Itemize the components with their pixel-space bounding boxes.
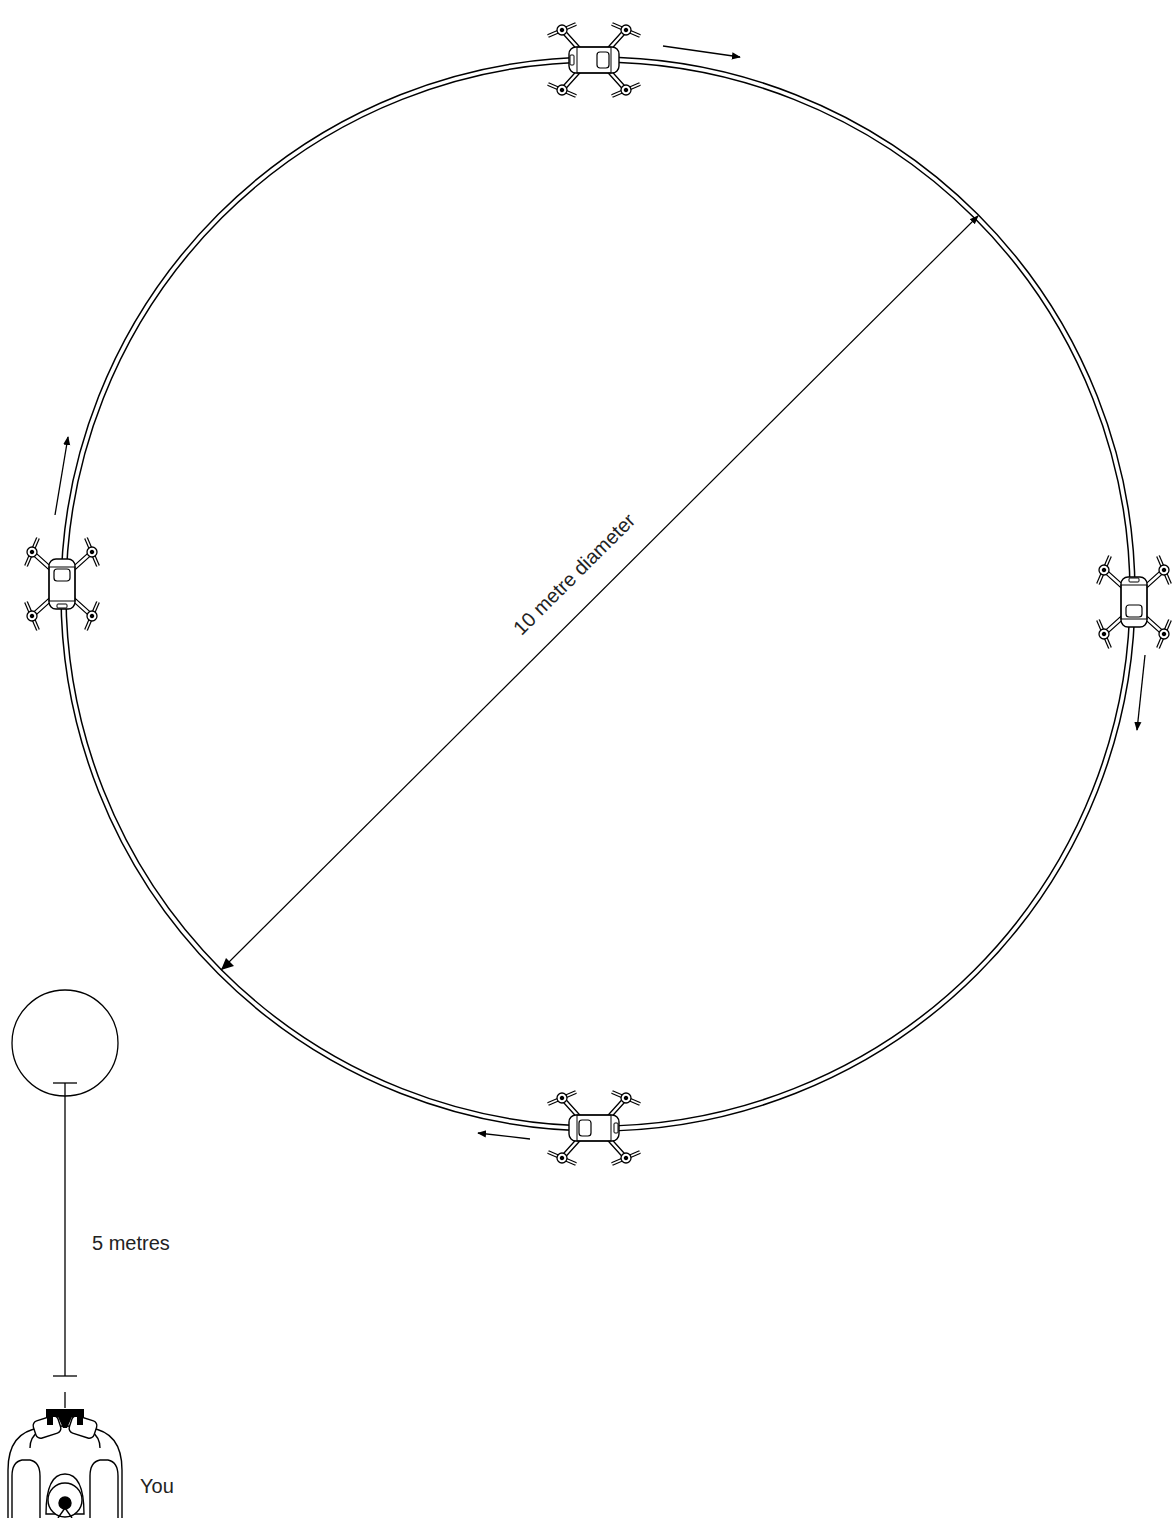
diameter-arrow — [221, 216, 978, 970]
dimension-label: 10 metre diameter — [508, 508, 640, 640]
marker-circle — [12, 990, 118, 1096]
distance-dimension — [53, 1083, 77, 1408]
arrow-head — [221, 958, 234, 970]
direction-arrow — [663, 46, 740, 57]
direction-arrow — [1137, 655, 1145, 730]
drone — [548, 24, 640, 96]
direction-arrow — [55, 437, 68, 515]
dimension-label: 5 metres — [92, 1231, 170, 1255]
remote-controller — [46, 1409, 84, 1428]
direction-arrow — [478, 1133, 530, 1139]
flight-path — [61, 57, 1135, 1131]
flight-path — [66, 62, 1130, 1126]
person-figure — [8, 1414, 122, 1518]
person-label: You — [140, 1474, 174, 1498]
drone — [548, 1092, 640, 1164]
drone — [26, 538, 98, 630]
drone — [1098, 556, 1170, 648]
